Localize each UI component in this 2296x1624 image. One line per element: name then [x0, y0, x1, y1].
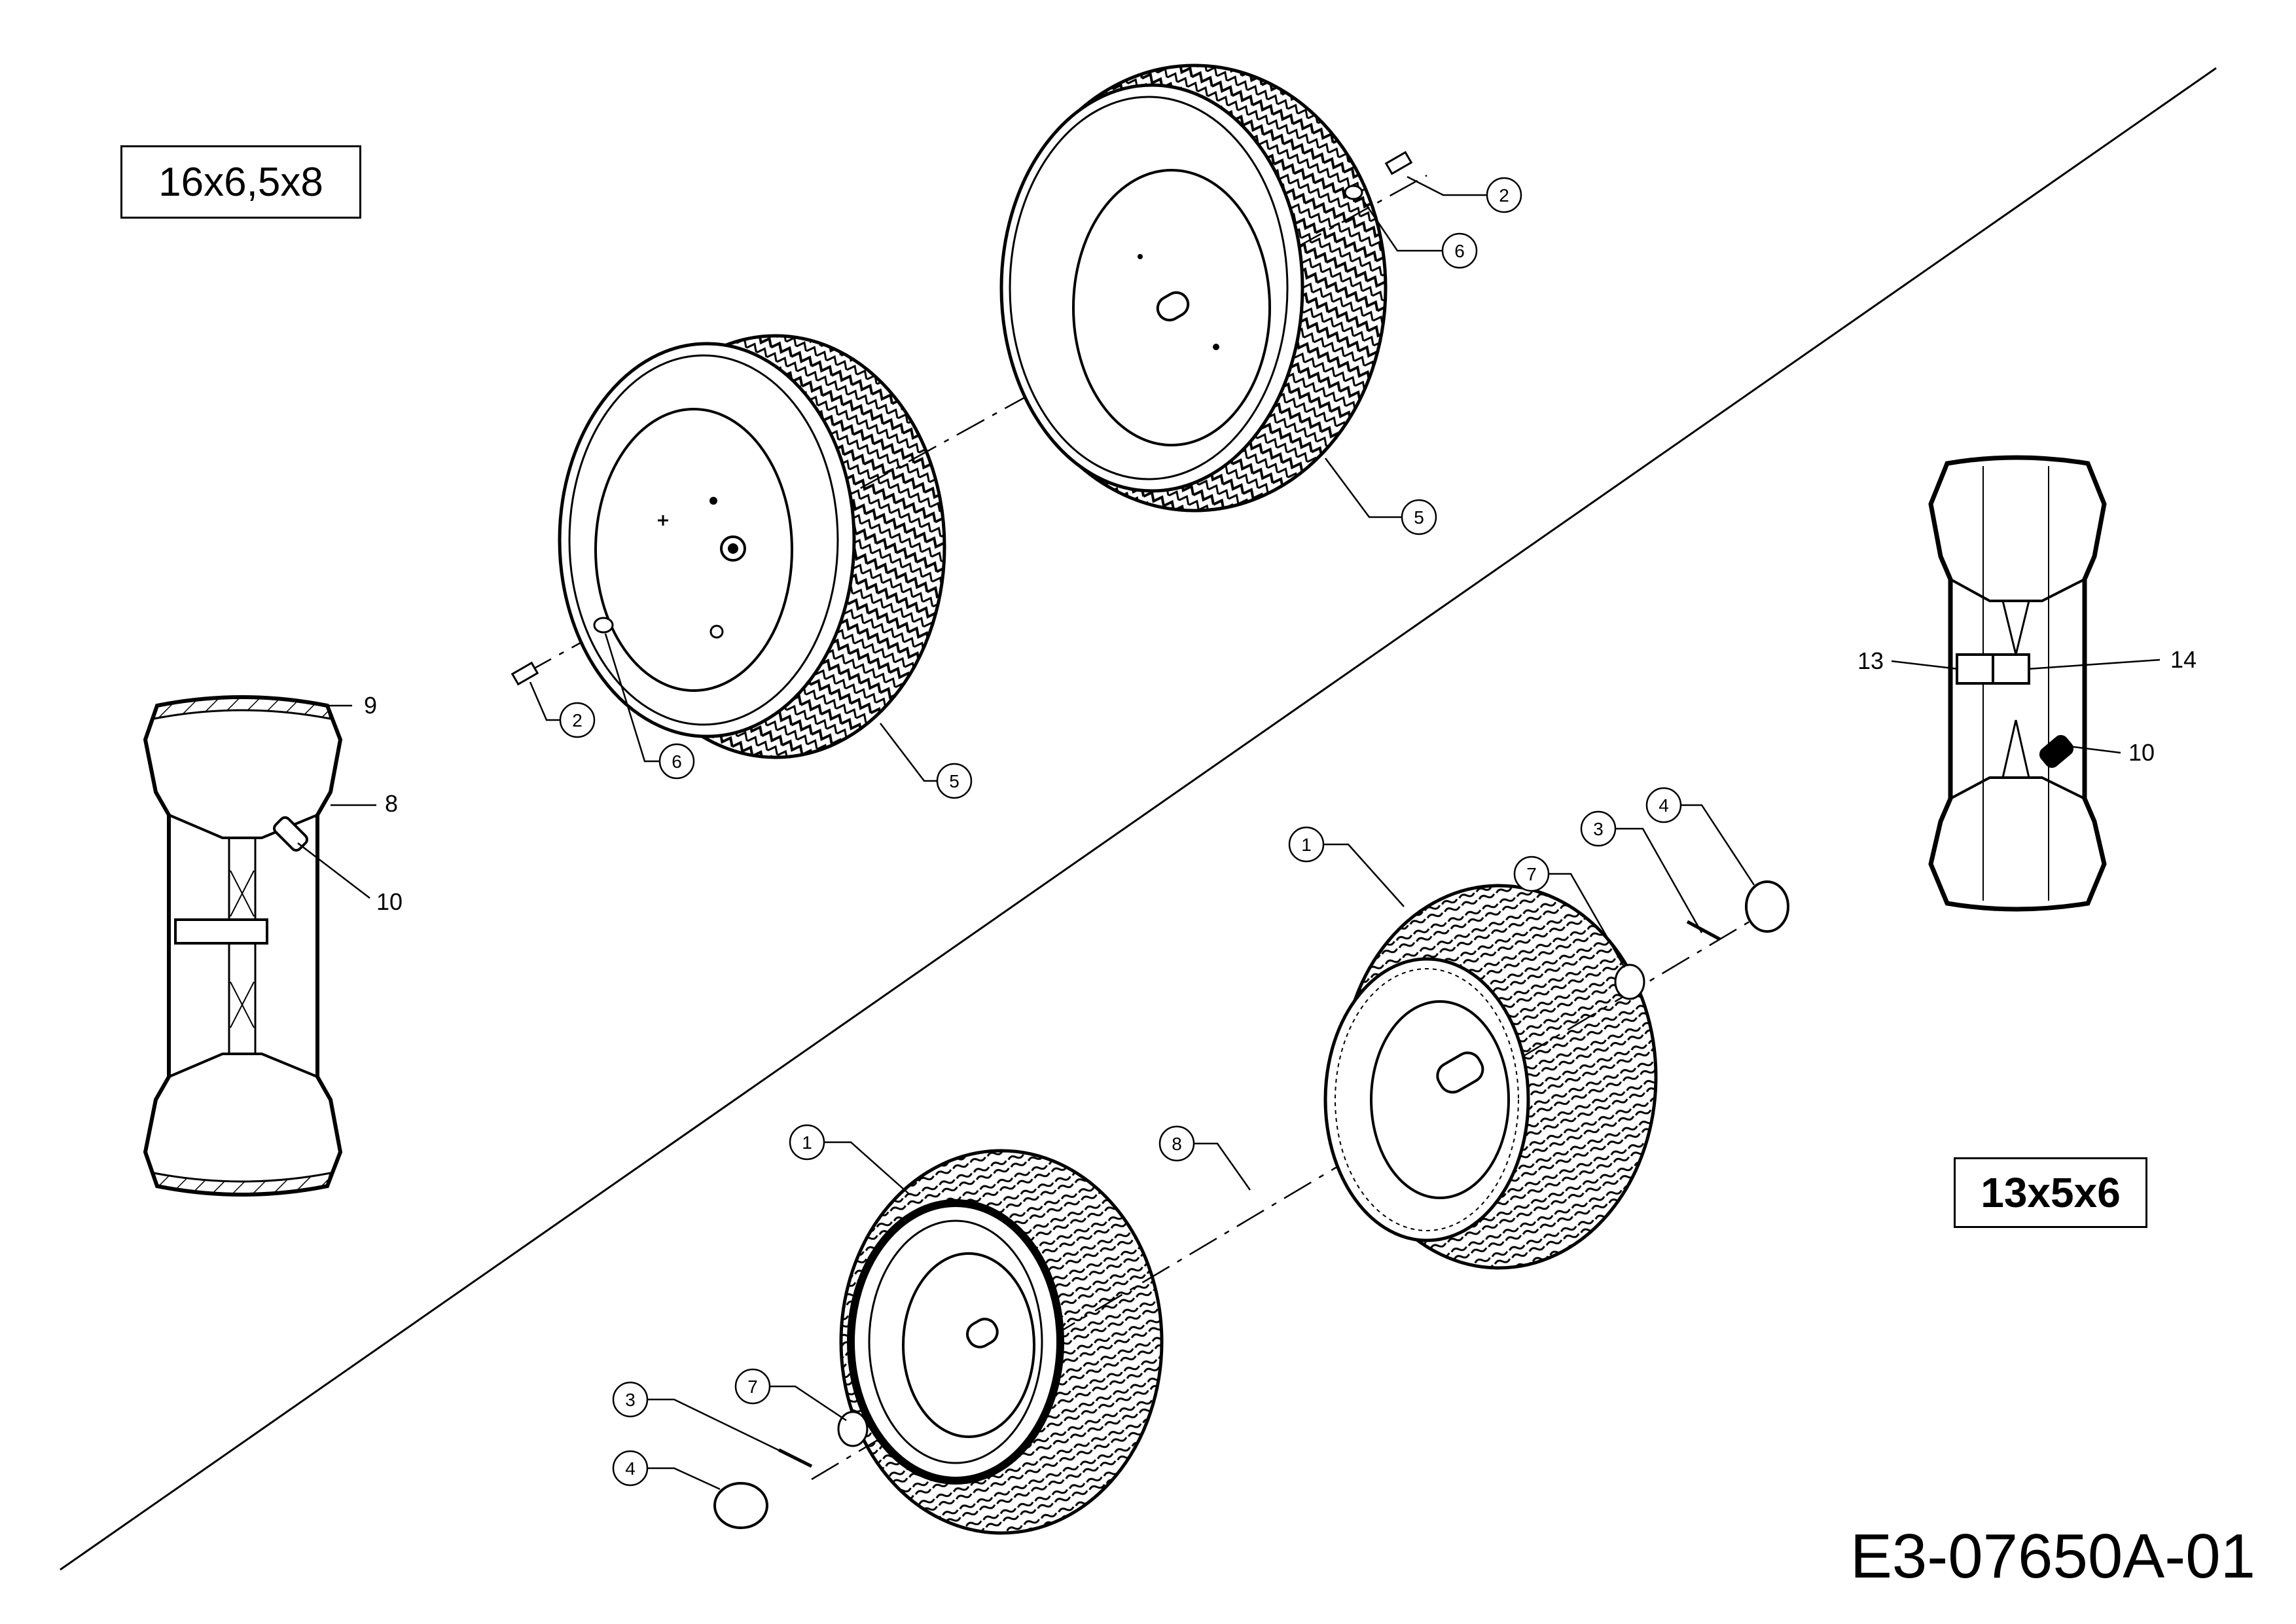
callout-left-8-label: 8 — [385, 790, 398, 817]
callout-lower-3b-label: 3 — [625, 1390, 636, 1410]
callout-right-14 — [2027, 659, 2161, 670]
callout-lower-1b — [789, 1124, 910, 1195]
callout-upper-2b — [529, 681, 596, 738]
callout-lower-7a — [1513, 856, 1626, 968]
callout-lower-3a-label: 3 — [1593, 819, 1604, 839]
wheel-lower-back — [1323, 884, 1658, 1270]
callout-lower-4b — [612, 1450, 721, 1490]
callout-upper-5a — [1324, 458, 1437, 535]
callout-lower-1b-label: 1 — [802, 1132, 812, 1153]
callout-right-13-label: 13 — [1857, 647, 1884, 674]
callout-lower-3b — [612, 1381, 783, 1453]
washer-lower-left — [837, 1411, 869, 1447]
callout-lower-4b-label: 4 — [625, 1458, 636, 1479]
bolt-upper-left — [511, 661, 539, 686]
callout-lower-8 — [1158, 1125, 1251, 1191]
callout-right-10 — [2068, 745, 2121, 754]
callout-left-9-label: 9 — [364, 692, 377, 719]
cross-section-left — [143, 695, 343, 1197]
wheel-upper-front — [558, 334, 946, 759]
callout-lower-7b-label: 7 — [747, 1377, 758, 1397]
callout-left-10 — [297, 842, 370, 899]
washer-upper-right — [1344, 185, 1363, 200]
callout-upper-2a-label: 2 — [1499, 185, 1509, 206]
callout-upper-2b-label: 2 — [572, 710, 583, 731]
callout-upper-2a — [1407, 175, 1522, 213]
wheel-upper-back — [999, 63, 1388, 513]
callout-left-10-label: 10 — [376, 888, 403, 915]
callout-upper-5a-label: 5 — [1414, 507, 1424, 528]
pin-lower-left — [778, 1448, 813, 1468]
callout-lower-3a — [1580, 810, 1703, 933]
drawing-id: E3-07650A-01 — [1850, 1521, 2255, 1591]
callout-upper-5b — [880, 723, 973, 799]
callout-upper-6a — [1360, 197, 1478, 269]
callout-lower-8-label: 8 — [1172, 1134, 1182, 1154]
callout-right-14-label: 14 — [2170, 646, 2197, 673]
hub-cap-right — [1745, 880, 1789, 933]
hub-cap-left — [713, 1482, 768, 1529]
callout-right-10-label: 10 — [2128, 739, 2155, 766]
callout-upper-6a-label: 6 — [1454, 241, 1465, 261]
bolt-upper-right — [1384, 151, 1413, 175]
wheel-lower-front — [839, 1149, 1164, 1535]
callout-lower-1a-label: 1 — [1301, 835, 1312, 855]
callout-lower-1a — [1288, 826, 1405, 907]
callout-upper-6b — [604, 633, 695, 780]
callout-lower-7a-label: 7 — [1526, 864, 1537, 884]
size-label-upper: 16x6,5x8 — [120, 145, 361, 219]
washer-upper-left — [593, 617, 614, 634]
size-label-lower: 13x5x6 — [1954, 1157, 2147, 1228]
callout-right-13 — [1891, 660, 1959, 670]
washer-lower-right — [1614, 964, 1645, 1000]
callout-lower-4a-label: 4 — [1659, 795, 1669, 816]
callout-upper-5b-label: 5 — [949, 771, 960, 791]
callout-upper-6b-label: 6 — [672, 751, 682, 772]
pin-lower-right — [1686, 920, 1721, 941]
callout-lower-4a — [1645, 787, 1755, 886]
callout-lower-7b — [734, 1368, 847, 1422]
cross-section-right — [1928, 455, 2107, 912]
divider-line — [60, 67, 2217, 1571]
